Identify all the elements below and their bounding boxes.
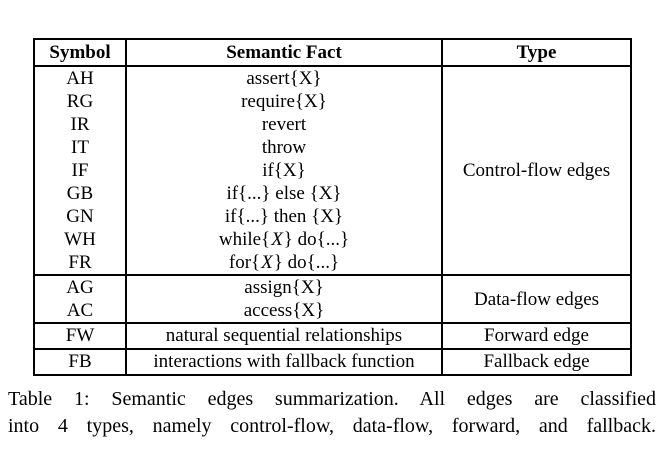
table-row: RG require{X}	[33, 90, 631, 113]
table-row: IT throw	[33, 136, 631, 159]
fact-cell: assert{X}	[125, 66, 443, 90]
col-header-symbol: Symbol	[33, 39, 127, 67]
caption-line-2: into 4 types, namely control-flow, data-…	[8, 415, 656, 437]
fact-cell: while{X} do{...}	[125, 228, 443, 251]
table-row: FW natural sequential relationships Forw…	[33, 322, 632, 349]
math-variable: X	[271, 229, 283, 250]
symbol-cell: AH	[33, 66, 127, 90]
table-row: GB if{...} else {X}	[33, 182, 631, 205]
symbol-cell: IT	[33, 136, 127, 159]
math-variable: X	[261, 252, 273, 273]
caption-line-1: Table 1: Semantic edges summarization. A…	[8, 388, 656, 410]
type-cell-control-flow: Control-flow edges	[441, 66, 632, 275]
table-row: GN if{...} then {X}	[33, 205, 631, 228]
fact-cell: if{...} then {X}	[125, 205, 443, 228]
type-cell-fallback: Fallback edge	[441, 348, 632, 375]
fact-cell: throw	[125, 136, 443, 159]
symbol-cell: GN	[33, 205, 127, 228]
symbol-cell: FR	[33, 251, 127, 275]
table-row: WH while{X} do{...}	[33, 228, 631, 251]
table-row: AH assert{X} Control-flow edges	[33, 66, 632, 275]
fact-cell: require{X}	[125, 90, 443, 113]
table-row: IR revert	[33, 113, 631, 136]
symbol-cell: GB	[33, 182, 127, 205]
symbol-cell: AC	[33, 299, 127, 323]
table-row: FR for{X} do{...}	[33, 251, 631, 275]
symbol-cell: RG	[33, 90, 127, 113]
fact-text: } do{...}	[273, 252, 340, 273]
symbol-cell: WH	[33, 228, 127, 251]
table-header-row: Symbol Semantic Fact Type	[33, 39, 632, 67]
symbol-cell: FB	[33, 348, 127, 375]
fact-text: while{	[218, 229, 271, 250]
table-row: AG assign{X} Data-flow edges	[33, 274, 632, 323]
symbol-cell: AG	[33, 274, 127, 299]
semantic-edges-table: Symbol Semantic Fact Type AH assert{X} C…	[33, 38, 632, 376]
fact-text: } do{...}	[283, 229, 350, 250]
fact-cell: if{...} else {X}	[125, 182, 443, 205]
table-row: IF if{X}	[33, 159, 631, 182]
col-header-type: Type	[441, 39, 632, 67]
fact-cell: if{X}	[125, 159, 443, 182]
fact-cell: access{X}	[125, 299, 443, 323]
table-row: AC access{X}	[33, 299, 631, 323]
fact-text: for{	[228, 252, 261, 273]
fact-cell: natural sequential relationships	[125, 322, 443, 349]
symbol-cell: IR	[33, 113, 127, 136]
fact-cell: for{X} do{...}	[125, 251, 443, 275]
fact-cell: interactions with fallback function	[125, 348, 443, 375]
symbol-cell: FW	[33, 322, 127, 349]
table-caption: Table 1: Semantic edges summarization. A…	[8, 386, 656, 440]
type-cell-forward: Forward edge	[441, 322, 632, 349]
symbol-cell: IF	[33, 159, 127, 182]
col-header-semantic-fact: Semantic Fact	[125, 39, 443, 67]
fact-cell: revert	[125, 113, 443, 136]
table-row: FB interactions with fallback function F…	[33, 348, 632, 375]
fact-cell: assign{X}	[125, 274, 443, 299]
type-cell-data-flow: Data-flow edges	[441, 274, 632, 323]
